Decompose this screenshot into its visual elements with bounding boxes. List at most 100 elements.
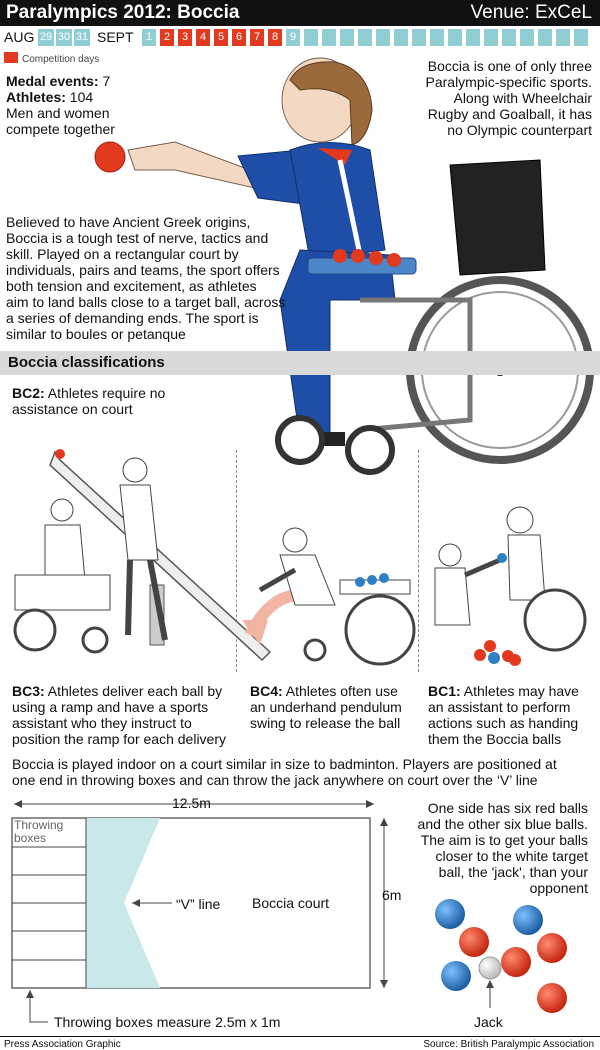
- date-pad: [340, 29, 354, 46]
- bc3-code: BC3:: [12, 683, 45, 699]
- bc2-description: BC2: Athletes require no assistance on c…: [12, 385, 165, 417]
- stats-note-2: compete together: [6, 121, 115, 137]
- medal-events-label: Medal events:: [6, 73, 99, 89]
- date-pad: [502, 29, 516, 46]
- blue-ball-icon: [441, 961, 471, 991]
- assistant-figure: [119, 484, 159, 561]
- bc1-assistant-figure: [434, 567, 471, 626]
- unique-note: Boccia is one of only three Paralympic-s…: [426, 58, 593, 138]
- red-ball-icon: [537, 933, 567, 963]
- wheelchair-back: [449, 159, 546, 276]
- balls-line: One side has six red balls: [427, 800, 588, 816]
- date-pad: [412, 29, 426, 46]
- red-ball-icon: [459, 927, 489, 957]
- bc1-athlete-figure: [507, 534, 546, 601]
- bc3-line: assistant who they instruct to: [12, 715, 192, 731]
- date-sept-4: 4: [196, 29, 210, 46]
- unique-line: Paralympic-specific sports.: [425, 74, 593, 90]
- athlete-stripe: [337, 159, 363, 256]
- tray-ball-icon: [387, 253, 401, 267]
- date-pad: [358, 29, 372, 46]
- bc4-code: BC4:: [250, 683, 283, 699]
- competition-legend: Competition days: [4, 52, 99, 65]
- bc1-line: them the Boccia balls: [428, 731, 562, 747]
- bc2-code: BC2:: [12, 385, 45, 401]
- jack-label: Jack: [474, 1014, 503, 1030]
- tray-ball-icon: [333, 249, 347, 263]
- court-diagram: [11, 800, 388, 1023]
- intro-line: aim to land balls close to a target ball…: [6, 294, 286, 310]
- venue-label: Venue: ExCeL: [470, 2, 592, 23]
- blue-ball-icon: [435, 899, 465, 929]
- date-sept-1: 1: [142, 29, 156, 46]
- date-sept-7: 7: [250, 29, 264, 46]
- unique-line: Rugby and Goalball, it has: [427, 106, 592, 122]
- intro-line: skill. Played on a rectangular court by: [6, 246, 239, 262]
- balls-description: One side has six red balls and the other…: [418, 800, 588, 896]
- date-sept-8: 8: [268, 29, 282, 46]
- date-sept-3: 3: [178, 29, 192, 46]
- balls-cluster: [435, 899, 567, 1013]
- red-ball-icon: [501, 947, 531, 977]
- date-pad: [322, 29, 336, 46]
- intro-line: a series of demanding ends. The sport is: [6, 310, 259, 326]
- date-pad: [394, 29, 408, 46]
- intro-line: both tension and excitement, as athletes: [6, 278, 257, 294]
- date-pad: [538, 29, 552, 46]
- red-ball-icon: [94, 141, 126, 173]
- date-pad: [466, 29, 480, 46]
- throwing-boxes-line: boxes: [14, 831, 47, 845]
- intro-line: Boccia is a tough test of nerve, tactics…: [6, 230, 269, 246]
- tray-ball-icon: [351, 249, 365, 263]
- bc3-line: Athletes deliver each ball by: [47, 683, 223, 699]
- footer-credit: Press Association Graphic: [4, 1039, 121, 1050]
- balls-line: The aim is to get your balls: [420, 832, 588, 848]
- court-desc-line: one end in throwing boxes and can throw …: [12, 772, 538, 788]
- bc1-description: BC1: Athletes may have an assistant to p…: [428, 683, 579, 747]
- unique-line: no Olympic counterpart: [447, 122, 592, 138]
- throwing-boxes-label: Throwing boxes: [14, 819, 63, 845]
- bc2-line: assistance on court: [12, 401, 133, 417]
- v-line-area: [86, 818, 160, 988]
- ramp-ball-icon: [55, 449, 65, 459]
- balls-line: ball, the 'jack', than your: [438, 864, 588, 880]
- bc4-line: swing to release the ball: [250, 715, 401, 731]
- footer-source: Source: British Paralympic Association: [423, 1039, 594, 1050]
- caster-wheel: [275, 415, 325, 465]
- classifications-header: Boccia classifications: [0, 351, 600, 375]
- date-pad: [304, 29, 318, 46]
- page-title: Paralympics 2012: Boccia: [6, 2, 240, 23]
- bc3-athlete-figure: [44, 524, 86, 581]
- athlete-arm: [127, 141, 256, 189]
- intro-text: Believed to have Ancient Greek origins, …: [6, 214, 285, 342]
- date-pad: [574, 29, 588, 46]
- athletes-value: 104: [69, 89, 94, 105]
- athlete-torso: [289, 142, 386, 261]
- jack-ball-icon: [478, 956, 502, 980]
- bc4-illustration: [242, 527, 416, 666]
- date-pad: [520, 29, 534, 46]
- bc4-line: an underhand pendulum: [250, 699, 402, 715]
- stats-block: Medal events: 7 Athletes: 104 Men and wo…: [6, 73, 115, 137]
- medal-events-value: 7: [102, 73, 111, 89]
- date-aug-31: 31: [74, 29, 90, 46]
- intro-line: individuals, pairs and teams, the sport …: [6, 262, 280, 278]
- aug-label: AUG: [4, 29, 35, 45]
- bc3-line: position the ramp for each delivery: [12, 731, 226, 747]
- bc2-line: Athletes require no: [47, 385, 166, 401]
- throwing-boxes-line: Throwing: [14, 818, 64, 832]
- date-aug-29: 29: [38, 29, 54, 46]
- date-pad: [376, 29, 390, 46]
- balls-line: opponent: [529, 880, 588, 896]
- date-sept-9: 9: [286, 29, 300, 46]
- bc1-line: Athletes may have: [463, 683, 579, 699]
- bc1-code: BC1:: [428, 683, 461, 699]
- date-sept-5: 5: [214, 29, 228, 46]
- caster-wheel: [345, 425, 395, 475]
- athlete-collar: [318, 148, 352, 165]
- bc1-illustration: [434, 506, 587, 666]
- tray-ball-icon: [369, 251, 383, 265]
- balls-line: closer to the white target: [435, 848, 588, 864]
- legend-label: Competition days: [22, 54, 100, 65]
- balls-line: and the other six blue balls.: [417, 816, 588, 832]
